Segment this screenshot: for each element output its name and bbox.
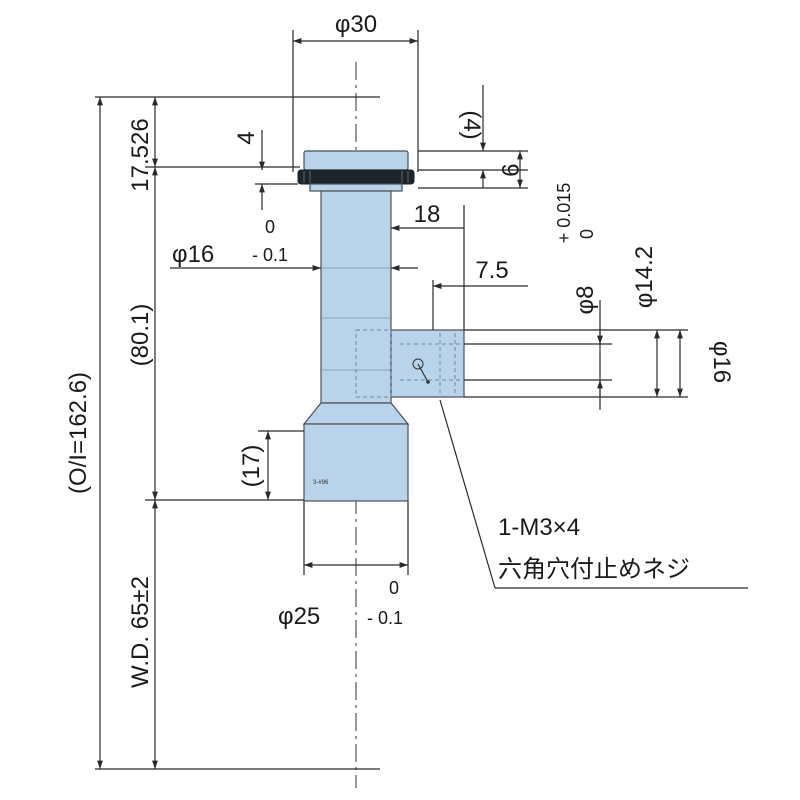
svg-text:18: 18 [414, 201, 441, 228]
taper-section [302, 402, 410, 425]
svg-text:(O/I=162.6): (O/I=162.6) [65, 372, 92, 494]
svg-text:+ 0.015: + 0.015 [554, 183, 574, 244]
svg-text:4: 4 [233, 131, 260, 144]
side-port-inner [355, 329, 392, 398]
svg-text:1-M3×4: 1-M3×4 [498, 514, 580, 541]
port-extension-lines [464, 329, 688, 398]
svg-text:0: 0 [389, 578, 399, 598]
side-port [390, 329, 465, 398]
svg-text:0: 0 [577, 229, 597, 239]
svg-text:六角穴付止めネジ: 六角穴付止めネジ [498, 555, 690, 583]
dim-body-length: (80.1) [127, 167, 304, 501]
dim-port-offset-7-5: 7.5 [432, 257, 528, 330]
dim-port-inner-diameter: φ8 + 0.015 0 [554, 183, 603, 410]
svg-text:(80.1): (80.1) [127, 304, 154, 367]
dim-port-outer-diameter: φ14.2 [631, 246, 660, 397]
top-flange [303, 150, 409, 171]
dim-working-distance: W.D. 65±2 [127, 500, 158, 769]
svg-text:φ25: φ25 [278, 603, 320, 630]
dim-flange-offset: (4) [418, 85, 528, 189]
knurl-texture [303, 171, 409, 183]
svg-text:φ16: φ16 [708, 341, 735, 383]
knurled-ring [297, 169, 415, 185]
lens-body: 3-#96 [297, 150, 465, 502]
svg-text:φ30: φ30 [335, 11, 377, 38]
svg-text:(4): (4) [458, 110, 485, 139]
dim-lower-length: (17) [238, 430, 304, 500]
dim-left-top-height: 17.526 [127, 97, 300, 192]
svg-text:W.D. 65±2: W.D. 65±2 [127, 576, 154, 688]
ring-collar [309, 183, 403, 192]
dim-port-flange-diameter: φ16 [677, 330, 735, 397]
svg-text:17.526: 17.526 [127, 118, 154, 191]
main-tube [320, 190, 392, 404]
dim-flange-thickness: 9 [496, 151, 523, 188]
svg-text:0: 0 [265, 217, 275, 237]
svg-text:- 0.1: - 0.1 [367, 608, 403, 628]
dim-bottom-diameter: φ25 0 - 0.1 [278, 501, 409, 630]
dim-top-diameter: φ30 [292, 11, 419, 172]
bottom-barrel [303, 423, 409, 502]
dim-tube-diameter: φ16 0 - 0.1 [170, 217, 418, 271]
svg-text:- 0.1: - 0.1 [252, 245, 288, 265]
set-screw-icon [412, 358, 430, 384]
dim-overall-length: (O/I=162.6) [65, 97, 103, 769]
set-screw-callout: 1-M3×4 六角穴付止めネジ [439, 399, 748, 589]
svg-text:φ16: φ16 [172, 241, 214, 268]
body-marking: 3-#96 [313, 480, 329, 486]
dim-ring-step: 4 [233, 130, 298, 210]
svg-text:9: 9 [496, 163, 523, 176]
svg-text:φ8: φ8 [572, 286, 599, 315]
svg-text:(17): (17) [238, 445, 265, 488]
svg-text:7.5: 7.5 [475, 257, 508, 284]
svg-text:φ14.2: φ14.2 [631, 246, 658, 308]
dim-port-offset-18: 18 [391, 201, 465, 330]
